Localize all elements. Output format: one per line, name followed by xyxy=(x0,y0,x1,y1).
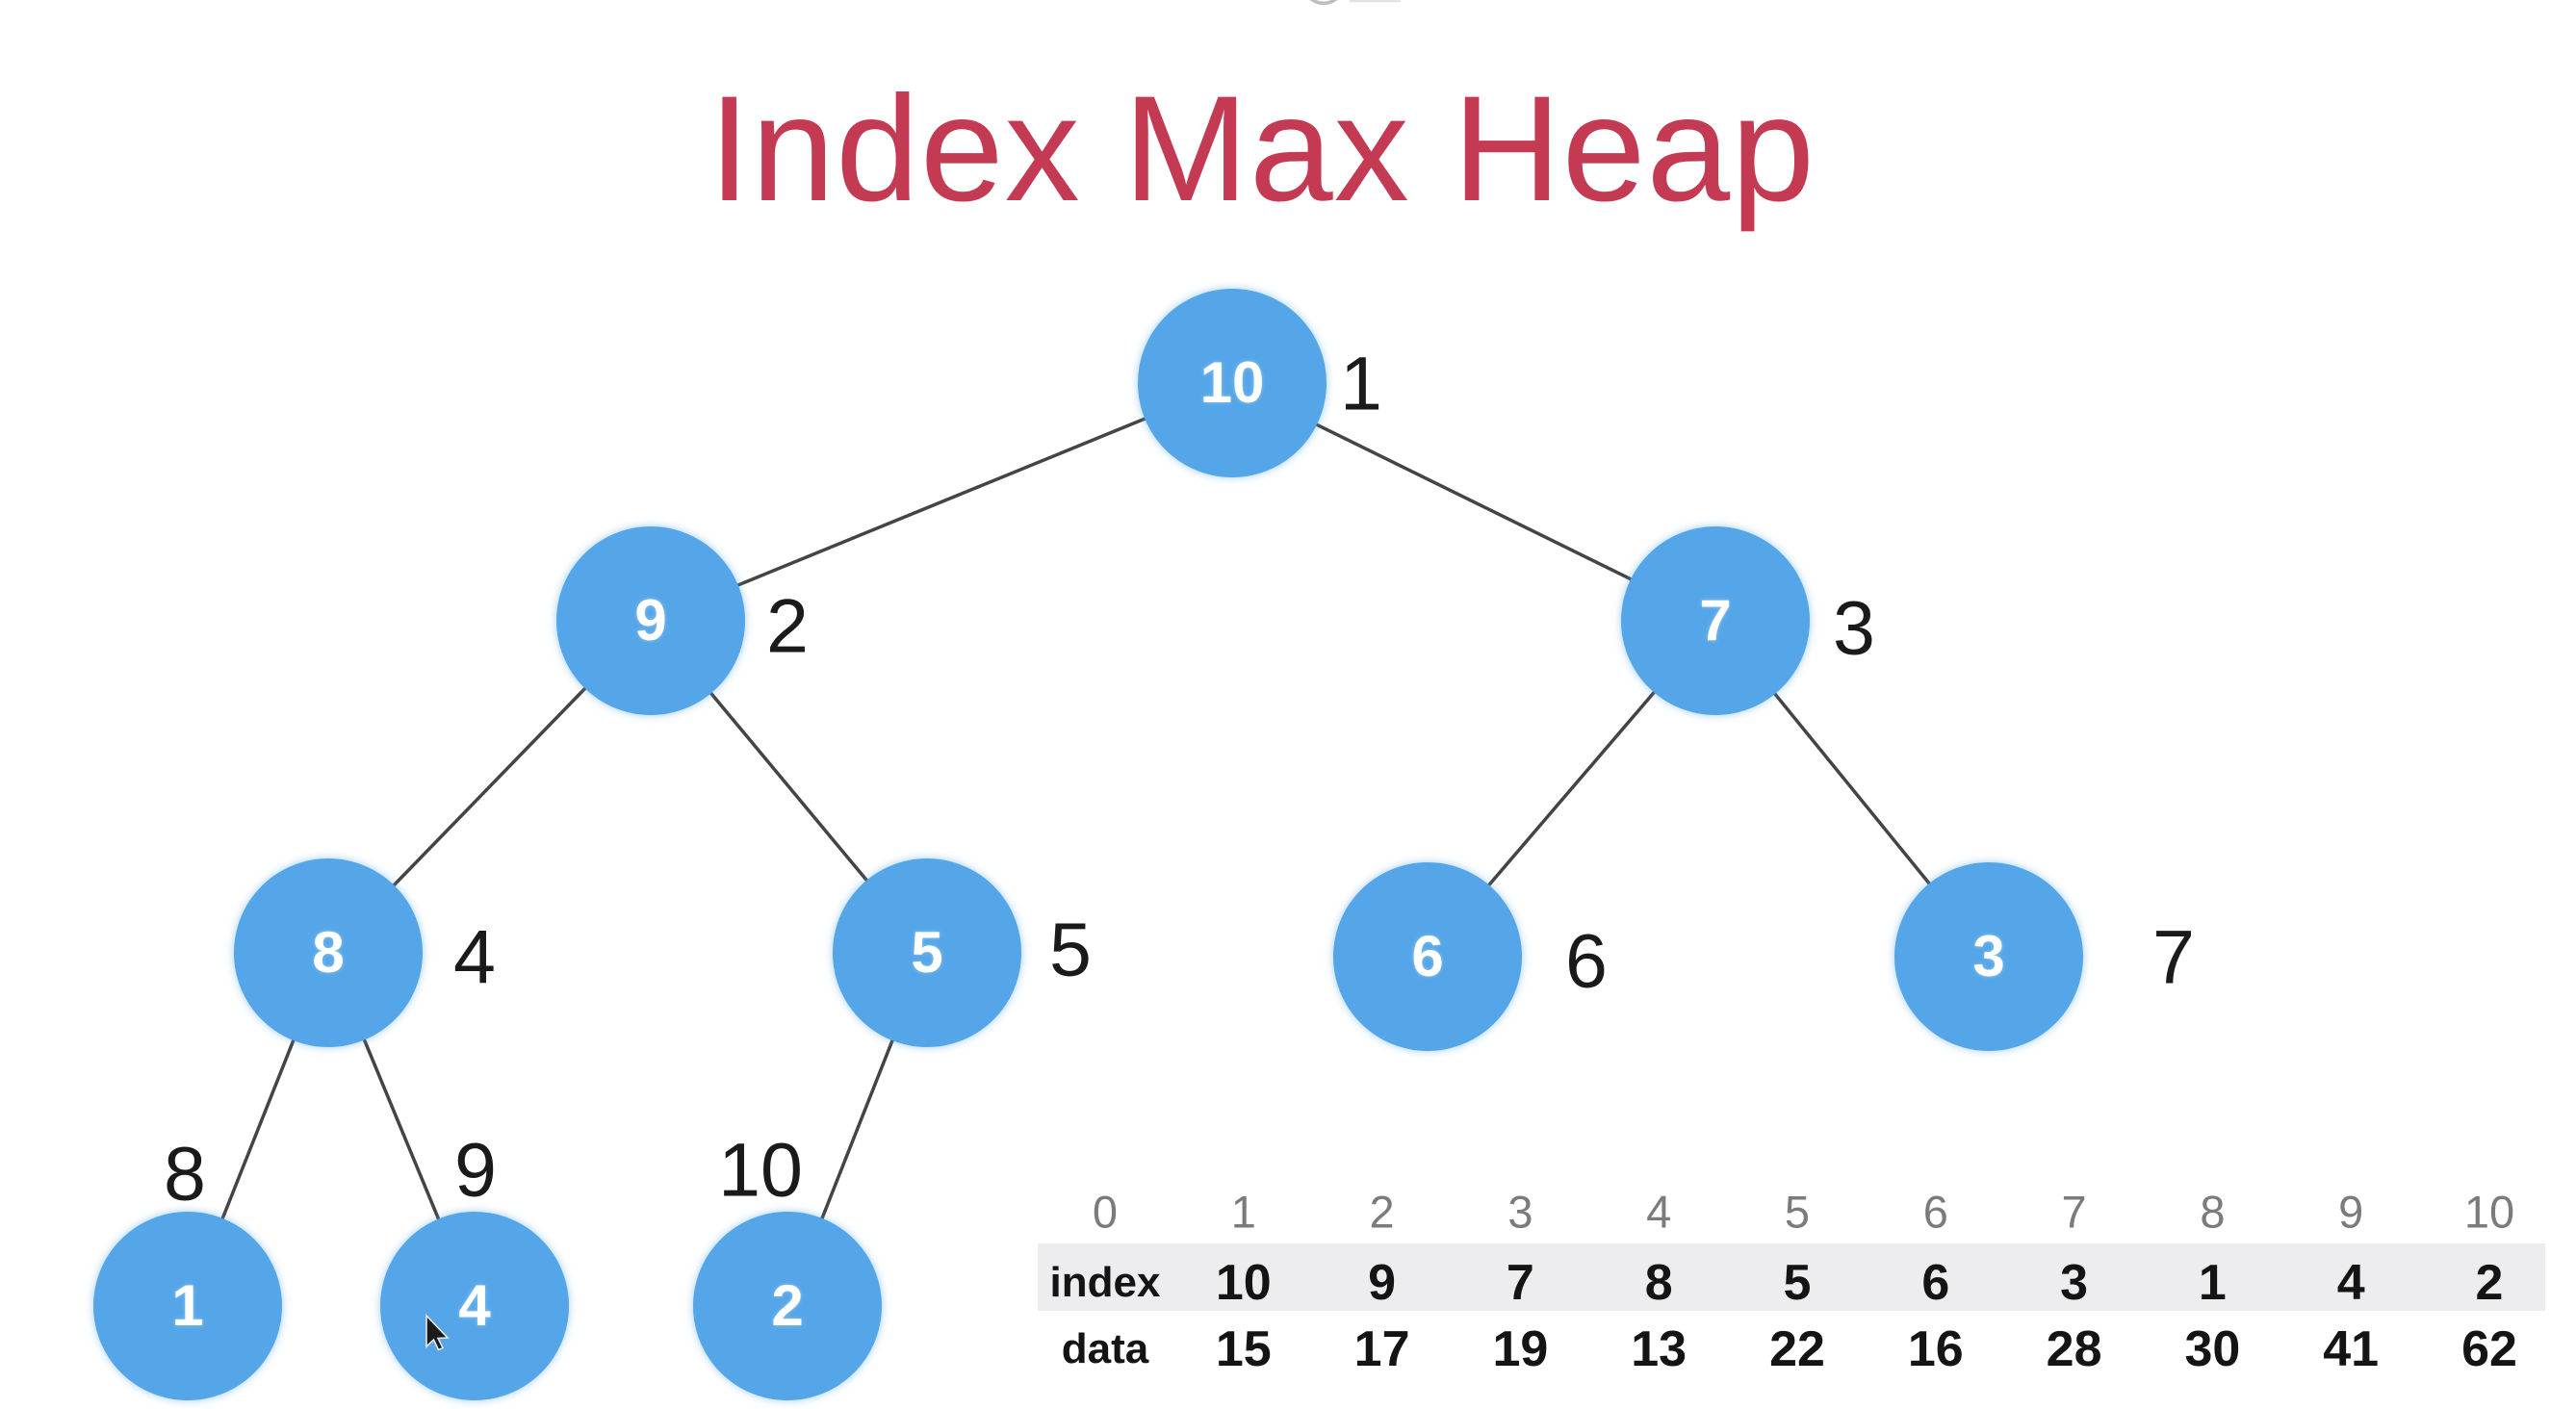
heap-position-label-10: 10 xyxy=(718,1126,803,1213)
array-cell-data-10: 62 xyxy=(2461,1321,2517,1377)
array-header-0: 0 xyxy=(1092,1186,1119,1238)
array-cell-index-10: 2 xyxy=(2475,1255,2504,1311)
array-row-label-index: index xyxy=(1049,1259,1161,1306)
array-cell-index-7: 3 xyxy=(2060,1255,2089,1311)
heap-position-label-3: 3 xyxy=(1833,584,1875,671)
array-header-10: 10 xyxy=(2463,1186,2515,1238)
heap-node-pos-9: 4 xyxy=(380,1212,569,1400)
array-cell-data-5: 22 xyxy=(1769,1321,1825,1377)
array-header-6: 6 xyxy=(1922,1186,1948,1238)
array-cell-data-2: 17 xyxy=(1353,1321,1410,1377)
heap-position-label-7: 7 xyxy=(2152,913,2195,1000)
heap-node-value: 4 xyxy=(458,1273,491,1338)
heap-node-value: 6 xyxy=(1411,924,1444,988)
heap-node-value: 10 xyxy=(1199,350,1265,415)
heap-node-pos-8: 1 xyxy=(93,1212,282,1400)
heap-node-value: 8 xyxy=(312,920,345,985)
slide-title: Index Max Heap xyxy=(708,65,1816,233)
array-cell-index-2: 9 xyxy=(1368,1255,1397,1311)
array-header-7: 7 xyxy=(2061,1186,2087,1238)
array-header-1: 1 xyxy=(1230,1186,1256,1238)
array-header-5: 5 xyxy=(1784,1186,1811,1238)
heap-node-pos-7: 3 xyxy=(1894,862,2083,1051)
array-header-3: 3 xyxy=(1507,1186,1533,1238)
array-cell-data-1: 15 xyxy=(1215,1321,1272,1377)
heap-position-label-1: 1 xyxy=(1340,340,1382,426)
heap-node-value: 1 xyxy=(171,1273,204,1338)
heap-node-value: 2 xyxy=(771,1273,804,1338)
heap-node-pos-6: 6 xyxy=(1333,862,1522,1051)
array-cell-index-6: 6 xyxy=(1921,1255,1950,1311)
array-cell-index-4: 8 xyxy=(1644,1255,1673,1311)
array-header-9: 9 xyxy=(2338,1186,2364,1238)
heap-node-pos-2: 9 xyxy=(556,526,745,715)
heap-node-pos-1: 10 xyxy=(1138,289,1327,477)
heap-node-pos-5: 5 xyxy=(833,858,1021,1047)
heap-node-value: 5 xyxy=(911,920,943,985)
array-row-label-data: data xyxy=(1061,1325,1149,1372)
heap-position-label-4: 4 xyxy=(453,913,496,1000)
heap-node-pos-3: 7 xyxy=(1621,526,1810,715)
heap-position-label-9: 9 xyxy=(454,1126,497,1213)
heap-position-label-2: 2 xyxy=(766,582,809,669)
heap-position-label-5: 5 xyxy=(1049,906,1092,992)
array-cell-data-6: 16 xyxy=(1907,1321,1964,1377)
array-cell-data-8: 30 xyxy=(2184,1321,2241,1377)
array-header-4: 4 xyxy=(1646,1186,1672,1238)
heap-node-pos-10: 2 xyxy=(693,1212,882,1400)
array-cell-index-9: 4 xyxy=(2336,1255,2365,1311)
index-row-highlight xyxy=(1038,1243,2545,1311)
heap-node-value: 7 xyxy=(1699,588,1732,653)
top-edge-artifact xyxy=(1309,0,1338,6)
heap-node-value: 3 xyxy=(1972,924,2005,988)
heap-node-value: 9 xyxy=(634,588,667,653)
array-cell-data-4: 13 xyxy=(1631,1321,1687,1377)
heap-position-label-6: 6 xyxy=(1565,917,1608,1004)
heap-node-pos-4: 8 xyxy=(234,858,423,1047)
array-cell-index-8: 1 xyxy=(2198,1255,2227,1311)
array-header-2: 2 xyxy=(1369,1186,1395,1238)
array-cell-index-5: 5 xyxy=(1783,1255,1812,1311)
array-header-8: 8 xyxy=(2200,1186,2226,1238)
heap-position-label-8: 8 xyxy=(164,1130,206,1217)
array-cell-data-3: 19 xyxy=(1492,1321,1549,1377)
array-cell-index-1: 10 xyxy=(1215,1255,1272,1311)
array-cell-index-3: 7 xyxy=(1506,1255,1534,1311)
array-cell-data-7: 28 xyxy=(2046,1321,2102,1377)
array-cell-data-9: 41 xyxy=(2323,1321,2380,1377)
